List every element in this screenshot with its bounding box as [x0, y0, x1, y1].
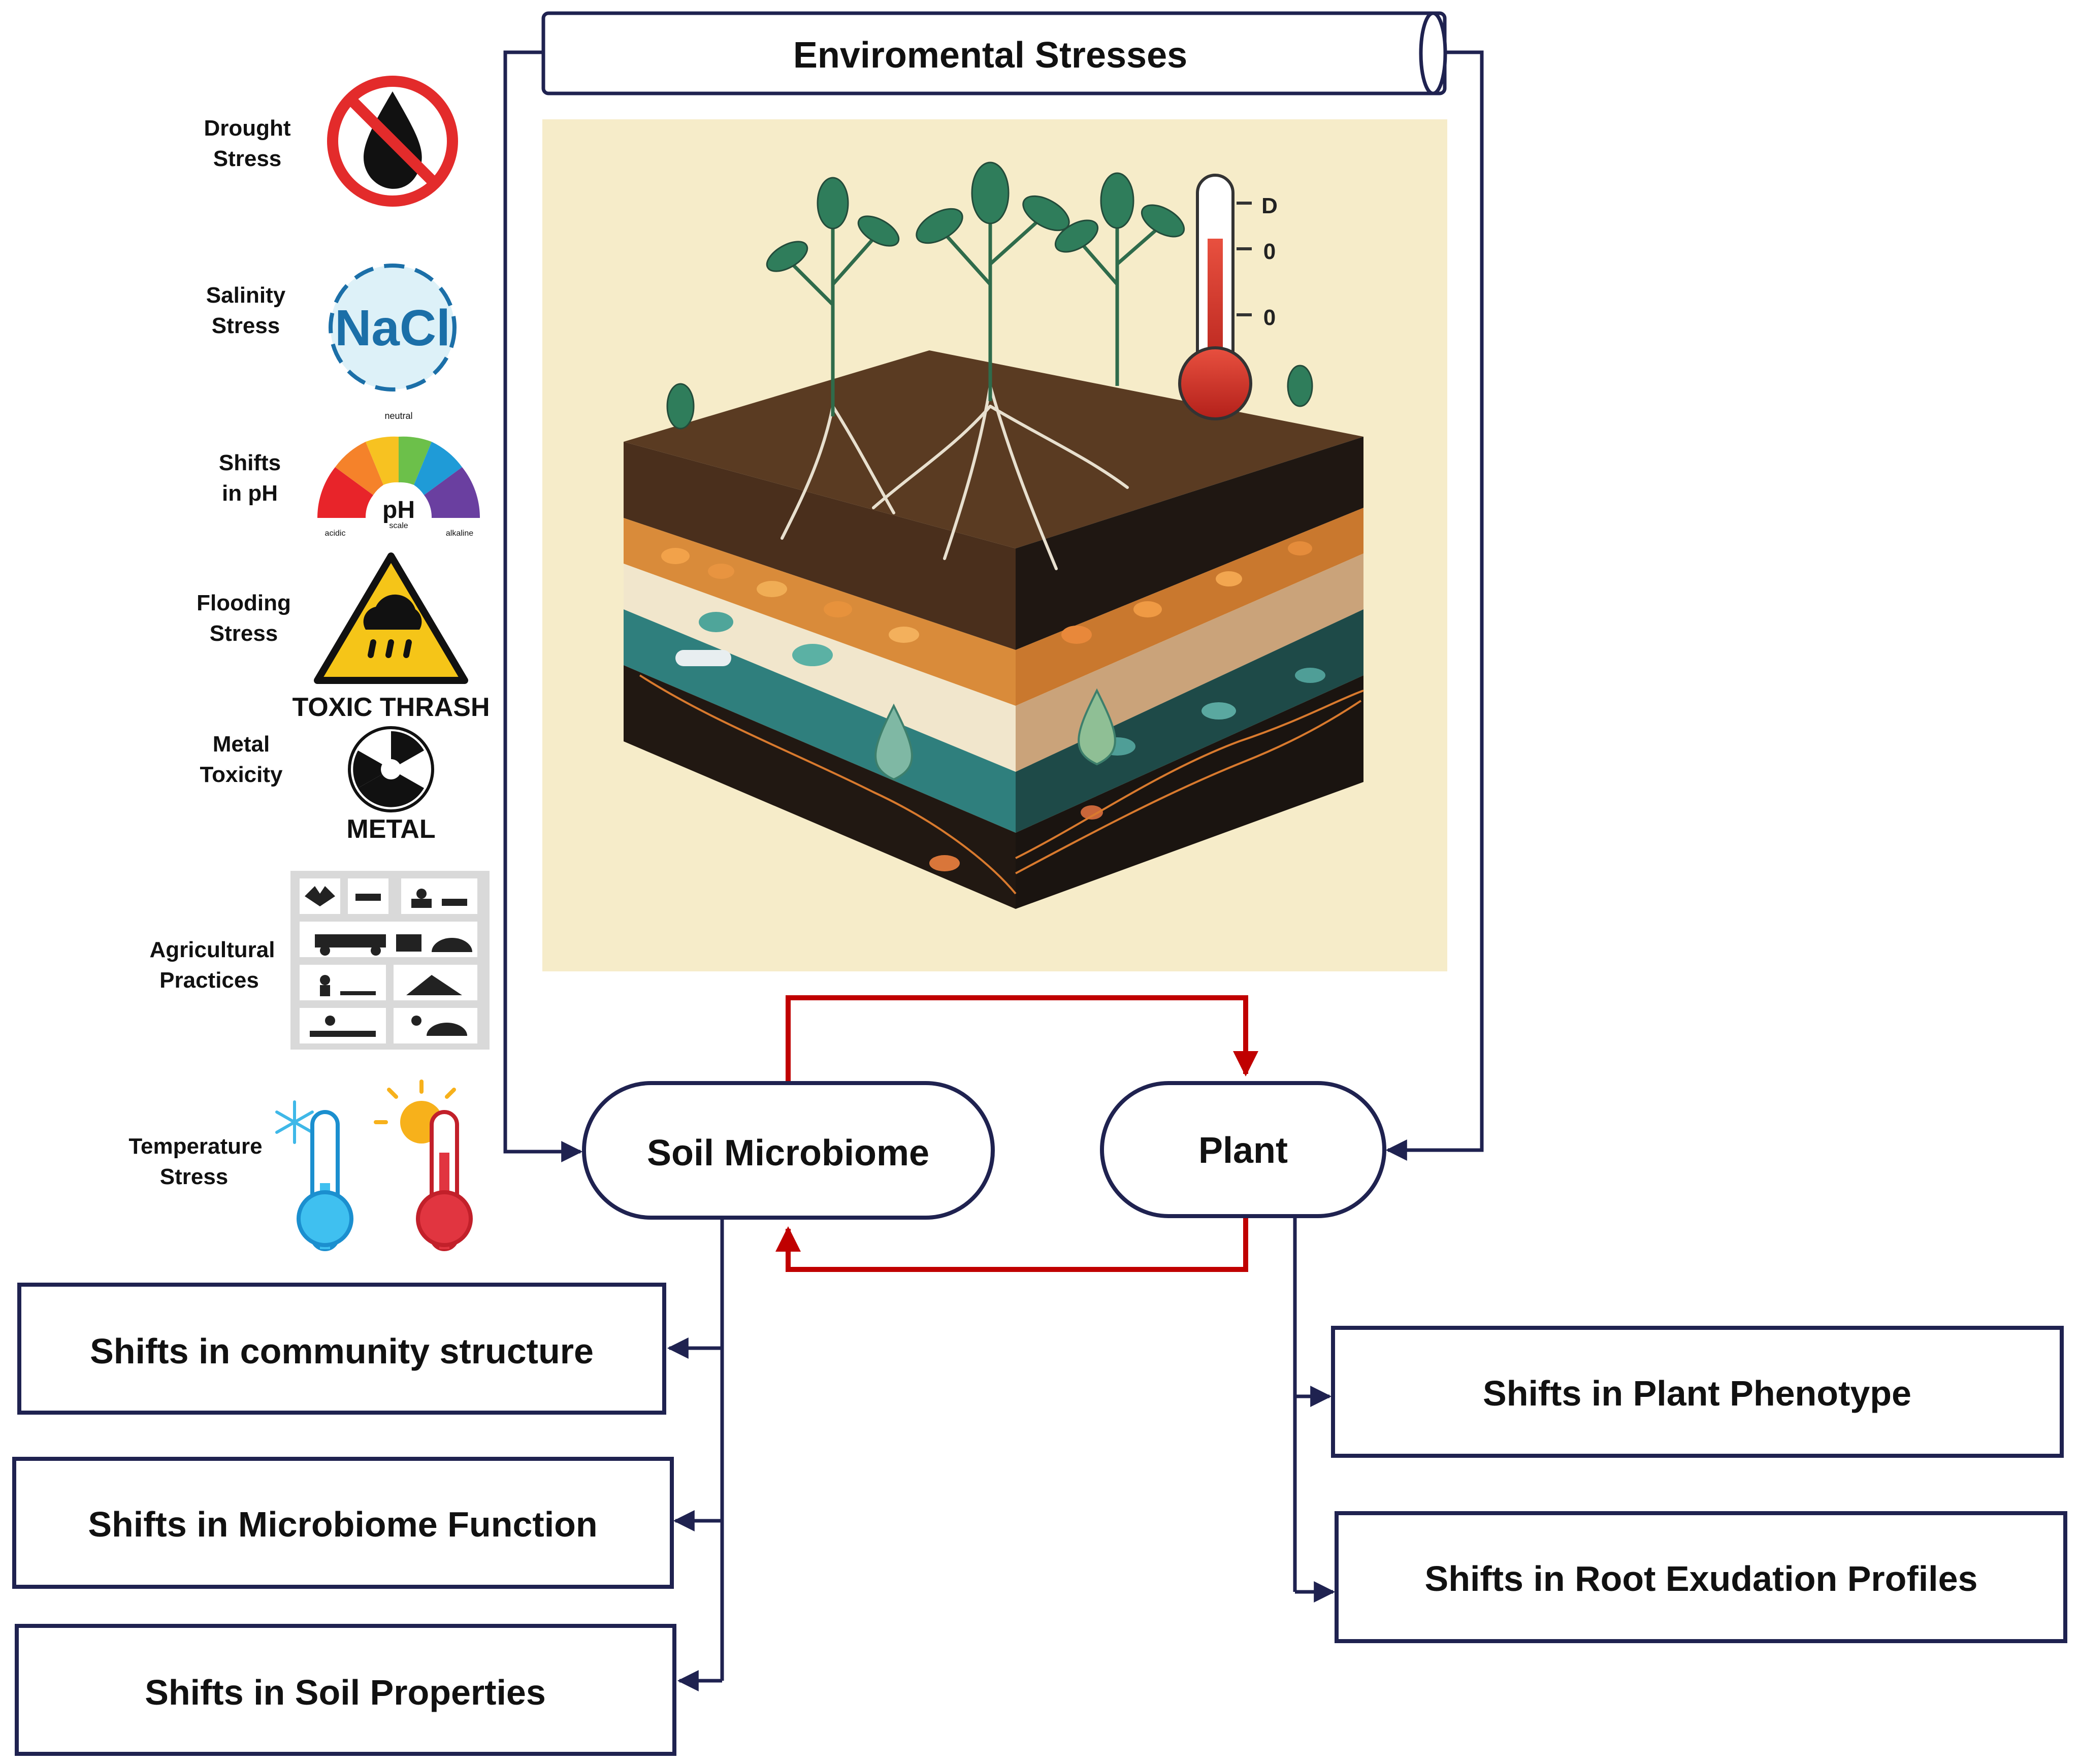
- community-structure-label: Shifts in community structure: [90, 1331, 594, 1371]
- temp-label-line2: Stress: [160, 1164, 229, 1189]
- stress-factor-flooding: Flooding Stress: [197, 552, 468, 684]
- ph-scale-acidic: acidic: [325, 529, 346, 538]
- feedback-loop-arrows: [775, 995, 1258, 1272]
- metal-label-line2: Toxicity: [200, 762, 283, 787]
- root-exudation-label: Shifts in Root Exudation Profiles: [1425, 1559, 1978, 1598]
- plant-label: Plant: [1198, 1130, 1288, 1171]
- farming-practices-grid-icon: [290, 871, 490, 1050]
- toxic-badge-top: TOXIC THRASH: [292, 693, 490, 722]
- illustration-thermometer-icon: D 0 0: [1178, 174, 1278, 420]
- banner-connectors: [503, 50, 1484, 1162]
- microbiome-function-label: Shifts in Microbiome Function: [88, 1505, 597, 1544]
- soil-properties-label: Shifts in Soil Properties: [145, 1673, 546, 1712]
- hot-thermometer-icon: [374, 1080, 473, 1251]
- flooding-label-line2: Stress: [210, 621, 278, 646]
- plant-effect-connectors: [1293, 1216, 1336, 1603]
- ph-label-line1: Shifts: [219, 450, 281, 475]
- thermometers-icon: [275, 1080, 473, 1251]
- temp-label-line1: Temperature: [128, 1134, 262, 1159]
- ph-label-line2: in pH: [222, 481, 278, 506]
- ph-scale-neutral: neutral: [384, 411, 412, 421]
- microbiome-effect-soil-properties: Shifts in Soil Properties: [15, 1624, 676, 1756]
- microbiome-effect-connectors: [667, 1218, 724, 1691]
- stress-factor-list: Drought Stress Salinity Stress NaCl Shif…: [128, 76, 490, 1251]
- plants-on-soil: [791, 203, 1159, 416]
- stress-factor-metal-toxicity: Metal Toxicity TOXIC THRASH METAL: [200, 693, 490, 844]
- toxic-badge-bottom: METAL: [346, 814, 435, 844]
- stress-factor-drought: Drought Stress: [204, 76, 458, 207]
- banner-title: Enviromental Stresses: [793, 35, 1187, 76]
- agri-label-line1: Agricultural: [150, 937, 275, 962]
- thermo-mark-3: 0: [1263, 305, 1276, 330]
- stress-factor-temperature: Temperature Stress: [128, 1080, 473, 1251]
- thermo-mark-2: 0: [1263, 239, 1276, 264]
- microbiome-effect-community: Shifts in community structure: [17, 1283, 666, 1415]
- plant-phenotype-label: Shifts in Plant Phenotype: [1483, 1374, 1911, 1413]
- plant-effect-phenotype: Shifts in Plant Phenotype: [1331, 1326, 2064, 1458]
- salinity-label-line1: Salinity: [206, 283, 286, 308]
- no-water-drop-icon: [327, 76, 458, 207]
- cold-thermometer-icon: [275, 1100, 353, 1251]
- flood-warning-icon: [314, 552, 468, 684]
- environmental-stresses-banner: Enviromental Stresses: [541, 11, 1447, 95]
- soil-microbiome-node: Soil Microbiome: [582, 1081, 995, 1220]
- salinity-label-line2: Stress: [212, 313, 280, 338]
- nacl-salt-icon: NaCl: [329, 264, 457, 391]
- flooding-label-line1: Flooding: [197, 591, 291, 615]
- soil-microbiome-label: Soil Microbiome: [647, 1133, 929, 1173]
- microbiome-effect-function: Shifts in Microbiome Function: [12, 1457, 674, 1589]
- toxic-metal-icon: TOXIC THRASH METAL: [292, 693, 490, 844]
- ph-scale-alkaline: alkaline: [446, 529, 473, 538]
- ph-icon-text: pH: [382, 497, 415, 524]
- drought-label-line2: Stress: [213, 146, 282, 171]
- stress-factor-agriculture: Agricultural Practices: [150, 871, 490, 1050]
- soil-pebbles: [661, 541, 1325, 871]
- metal-label-line1: Metal: [213, 732, 270, 757]
- ph-scale-sub: scale: [389, 521, 408, 530]
- agri-label-line2: Practices: [159, 968, 259, 993]
- plant-node: Plant: [1100, 1081, 1386, 1218]
- drought-label-line1: Drought: [204, 116, 290, 141]
- stress-factor-ph: Shifts in pH pH scale neutral acidic alk…: [219, 411, 480, 538]
- soil-cross-section-illustration: D 0 0: [542, 119, 1447, 971]
- ph-scale-icon: pH scale neutral acidic alkaline: [317, 411, 480, 538]
- plant-effect-root-exudation: Shifts in Root Exudation Profiles: [1335, 1511, 2067, 1643]
- nacl-icon-text: NaCl: [335, 300, 450, 356]
- stress-factor-salinity: Salinity Stress NaCl: [206, 264, 457, 391]
- thermo-mark-1: D: [1261, 193, 1278, 218]
